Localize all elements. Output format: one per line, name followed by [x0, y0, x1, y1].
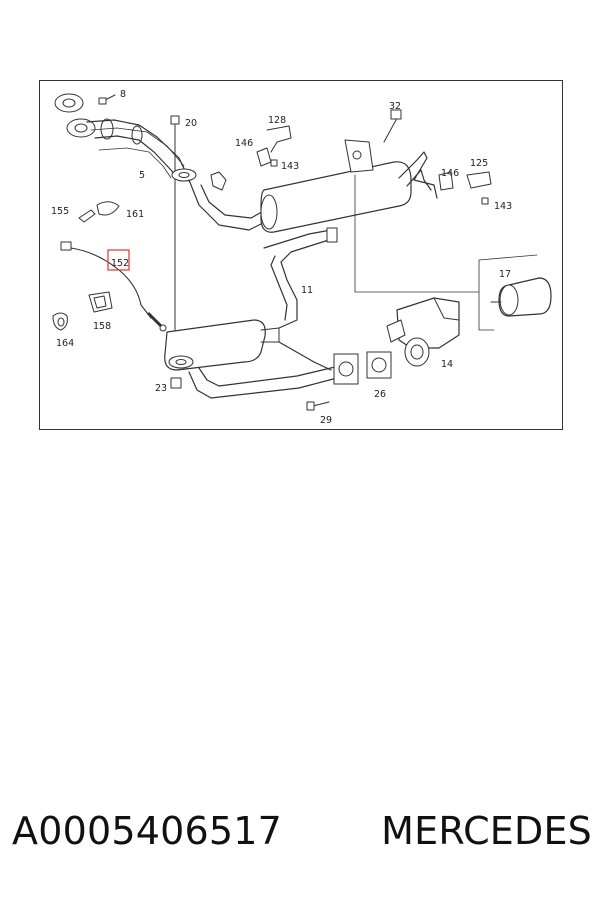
callout-5: 5 — [139, 170, 145, 181]
clamp-part — [52, 312, 68, 331]
callout-143: 143 — [281, 161, 299, 172]
part-caption: A0005406517 MERCEDES — [12, 806, 592, 856]
callout-20: 20 — [185, 118, 197, 129]
middle-muffler-part — [260, 161, 412, 233]
callout-158: 158 — [93, 321, 111, 332]
screw-part — [270, 159, 489, 205]
exhaust-system-diagram: 8 20 5 128 146 143 32 125 146 143 155 16… — [39, 80, 563, 430]
bolt-part — [170, 115, 180, 331]
callout-125: 125 — [470, 158, 488, 169]
callout-14: 14 — [441, 359, 453, 370]
callout-161: 161 — [126, 209, 144, 220]
callout-23: 23 — [155, 383, 167, 394]
rubber-mount-part — [256, 147, 454, 191]
heat-shield-part — [96, 201, 120, 216]
front-pipe-part — [86, 118, 188, 181]
callout-26: 26 — [374, 389, 386, 400]
callout-11: 11 — [301, 285, 313, 296]
callout-143-rear: 143 — [494, 201, 512, 212]
callout-32: 32 — [389, 101, 401, 112]
callout-146: 146 — [235, 138, 253, 149]
flange-part — [333, 353, 359, 385]
part-number: A0005406517 — [12, 809, 282, 853]
manifold-flange-part — [54, 93, 96, 138]
clamp-part — [266, 125, 492, 189]
catalytic-converter-part — [164, 319, 280, 371]
clip-part — [78, 209, 96, 223]
diagram-border — [39, 80, 563, 430]
bracket-part — [88, 291, 113, 313]
bolt-part — [306, 401, 330, 411]
callout-17: 17 — [499, 269, 511, 280]
callout-8: 8 — [120, 89, 126, 100]
callout-164: 164 — [56, 338, 74, 349]
tail-pipe-part — [490, 277, 552, 317]
brand-name: MERCEDES — [381, 809, 592, 853]
bolt-part — [98, 94, 116, 105]
callout-128: 128 — [268, 115, 286, 126]
callout-29: 29 — [320, 415, 332, 426]
callout-146-rear: 146 — [441, 168, 459, 179]
pipe-flange-part — [171, 168, 197, 182]
callout-152: 152 — [111, 258, 129, 269]
rear-pipe-part — [263, 227, 338, 329]
nut-part — [170, 377, 182, 389]
rear-muffler-assembly-part — [386, 297, 460, 367]
callout-155: 155 — [51, 206, 69, 217]
gasket-part — [366, 351, 392, 379]
highlight-callout-box — [107, 249, 130, 271]
hanger-bracket-part — [344, 109, 402, 173]
